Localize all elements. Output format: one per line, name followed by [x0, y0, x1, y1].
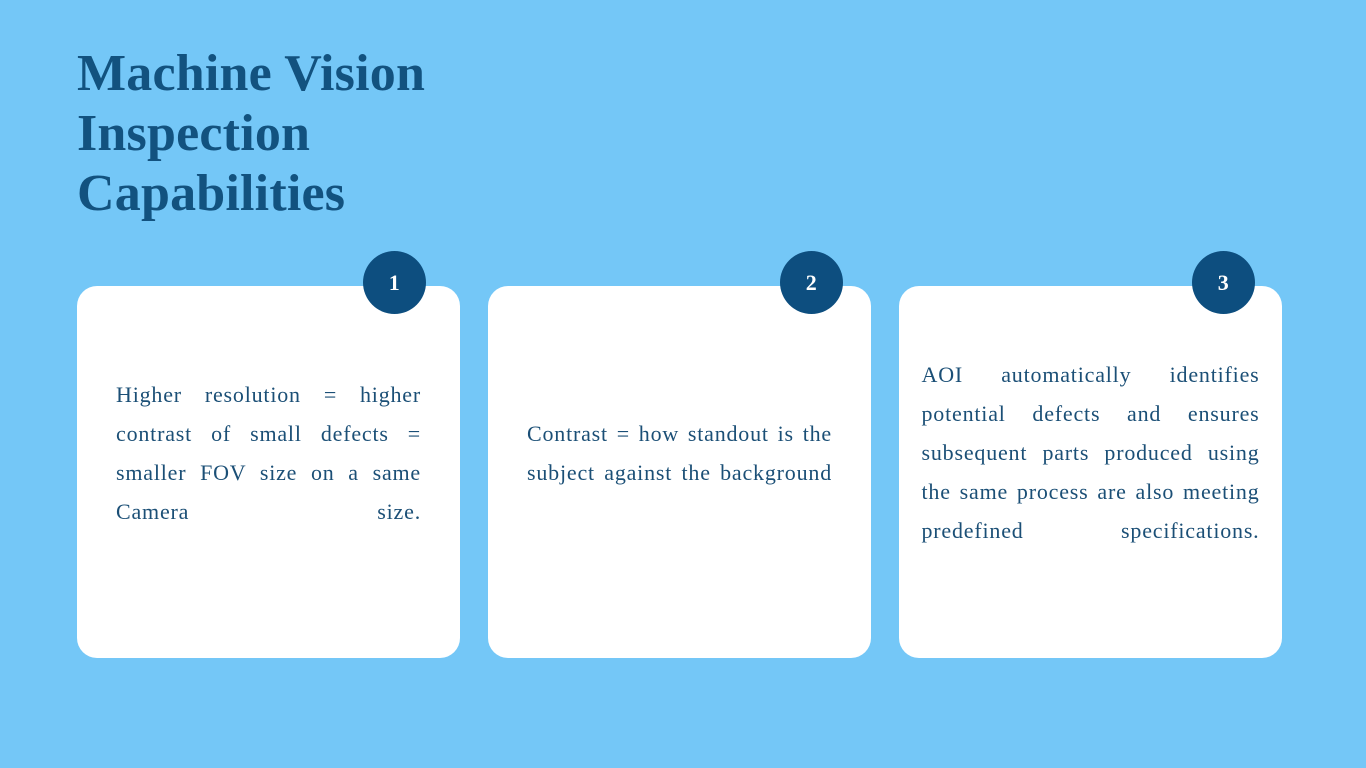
capability-card-2[interactable]: Contrast = how standout is the subject a… [488, 286, 871, 658]
page-title: Machine Vision Inspection Capabilities [77, 45, 426, 222]
card-number-badge-1: 1 [363, 251, 426, 314]
capability-card-3[interactable]: AOI automatically identifies potential d… [899, 286, 1282, 658]
capability-card-1-text: Higher resolution = higher contrast of s… [116, 381, 421, 524]
capability-card-row: Higher resolution = higher contrast of s… [77, 286, 1284, 658]
capability-card-3-text: AOI automatically identifies potential d… [921, 362, 1260, 543]
capability-card-2-text: Contrast = how standout is the subject a… [527, 420, 832, 485]
card-number-badge-3: 3 [1192, 251, 1255, 314]
capability-card-1[interactable]: Higher resolution = higher contrast of s… [77, 286, 460, 658]
card-number-badge-2: 2 [780, 251, 843, 314]
